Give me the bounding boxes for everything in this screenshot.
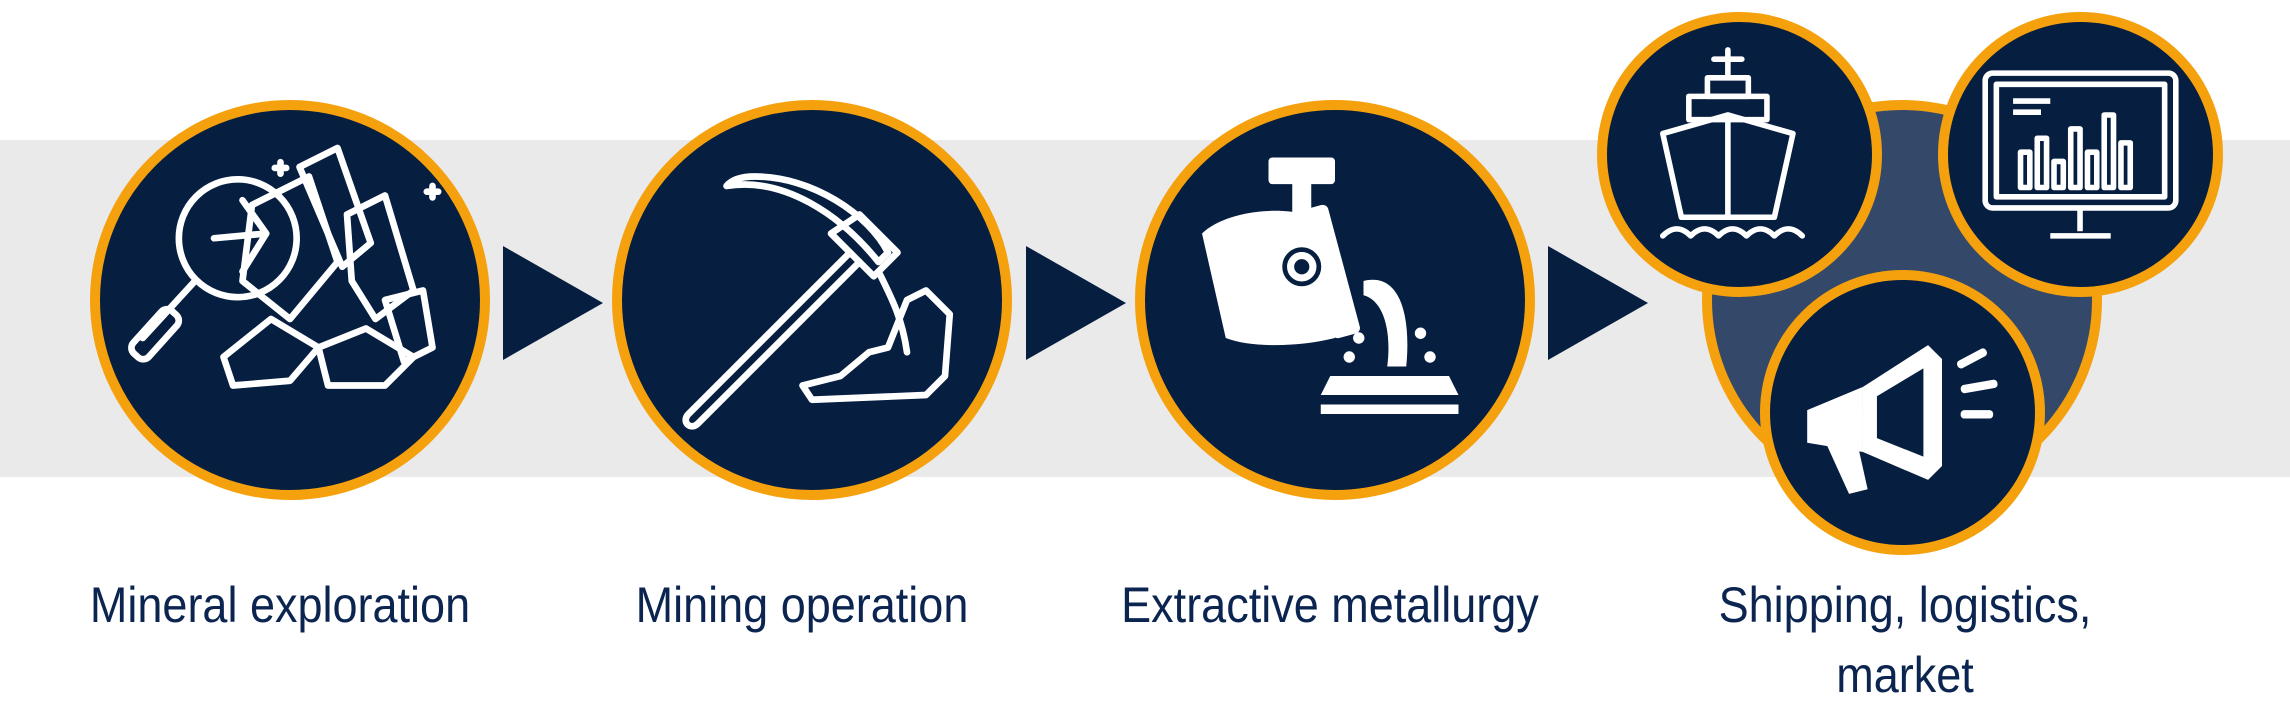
- step-2-label: Mining operation: [635, 577, 969, 633]
- ship-icon: [1660, 47, 1806, 239]
- pickaxe-icon: [682, 173, 954, 430]
- monitor-chart-icon: [1982, 70, 2179, 239]
- step-4-megaphone-circle: [1760, 270, 2045, 555]
- arrow-right-1: [503, 246, 603, 365]
- step-4-ship-circle: [1597, 12, 1882, 297]
- step-1-label: Mineral exploration: [89, 577, 471, 633]
- step-4-label: Shipping, logistics, market: [1718, 577, 2092, 703]
- ladle-pouring-icon: [1202, 157, 1459, 414]
- arrow-right-2: [1026, 246, 1126, 365]
- arrow-right-3: [1548, 246, 1648, 365]
- step-3-circle: [1135, 100, 1535, 500]
- step-1-circle: [90, 100, 490, 500]
- megaphone-icon: [1807, 345, 1998, 494]
- step-4-monitor-circle: [1938, 12, 2223, 297]
- step-2-circle: [612, 100, 1012, 500]
- magnifier-crystals-icon: [128, 144, 442, 389]
- step-3-label: Extractive metallurgy: [1121, 577, 1539, 633]
